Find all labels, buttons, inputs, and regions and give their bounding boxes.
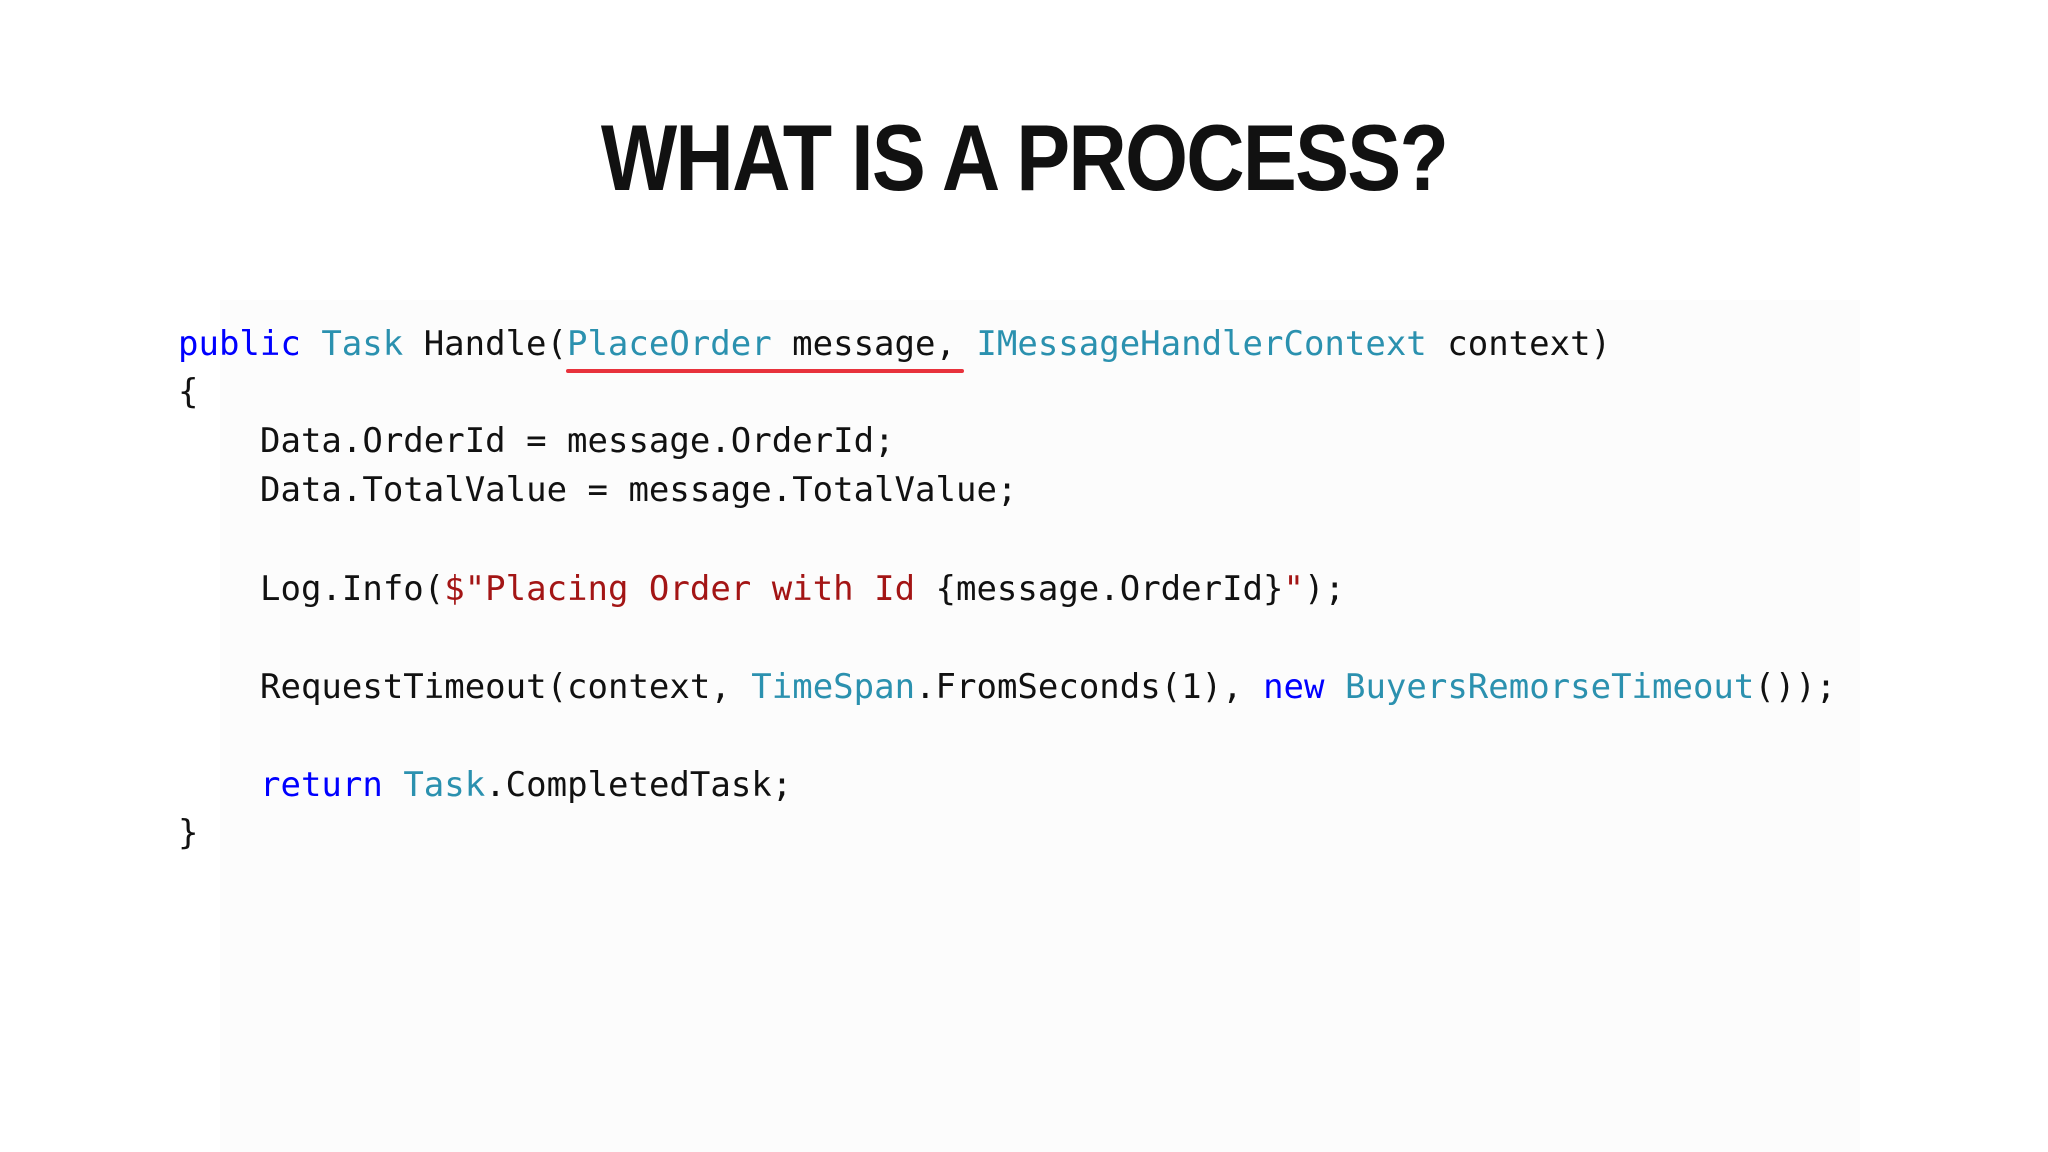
type-buyersremorsetimeout: BuyersRemorseTimeout (1344, 667, 1755, 707)
log-string: $"Placing Order with Id (444, 569, 936, 609)
request-timeout-call: RequestTimeout(context, (260, 667, 731, 707)
code-line-request-timeout: RequestTimeout(context, TimeSpan.FromSec… (178, 663, 1836, 711)
method-handle: Handle( (423, 324, 567, 364)
log-info-call: Log.Info( (260, 569, 445, 609)
code-line-totalvalue: Data.TotalValue = message.TotalValue; (260, 470, 1018, 510)
type-placeorder: PlaceOrder (566, 324, 772, 364)
type-task-return: Task (403, 765, 486, 805)
request-timeout-tail: ()); (1754, 667, 1837, 707)
keyword-return: return (260, 765, 383, 805)
code-line-return: return Task.CompletedTask; (178, 761, 792, 809)
log-tail: ); (1304, 569, 1345, 609)
code-line-open-brace: { (178, 372, 199, 412)
code-panel (220, 300, 1860, 1152)
keyword-new: new (1263, 667, 1325, 707)
type-task: Task (321, 324, 404, 364)
code-line-signature: public Task Handle(PlaceOrder message, I… (178, 320, 1611, 368)
slide-title: WHAT IS A PROCESS? (600, 104, 1449, 210)
completed-task: .CompletedTask; (485, 765, 793, 805)
parameter-underline-annotation (566, 369, 964, 373)
log-interpolation: {message.OrderId} (935, 569, 1284, 609)
code-line-close-brace: } (178, 813, 199, 853)
from-seconds: .FromSeconds(1), (915, 667, 1243, 707)
type-imessagehandlercontext: IMessageHandlerContext (976, 324, 1427, 364)
code-line-log-info: Log.Info($"Placing Order with Id {messag… (178, 565, 1345, 613)
param-context: context) (1447, 324, 1612, 364)
log-string-end: " (1283, 569, 1304, 609)
code-line-orderid: Data.OrderId = message.OrderId; (260, 421, 895, 461)
keyword-public: public (178, 324, 301, 364)
type-timespan: TimeSpan (751, 667, 916, 707)
param-message: message, (792, 324, 956, 364)
